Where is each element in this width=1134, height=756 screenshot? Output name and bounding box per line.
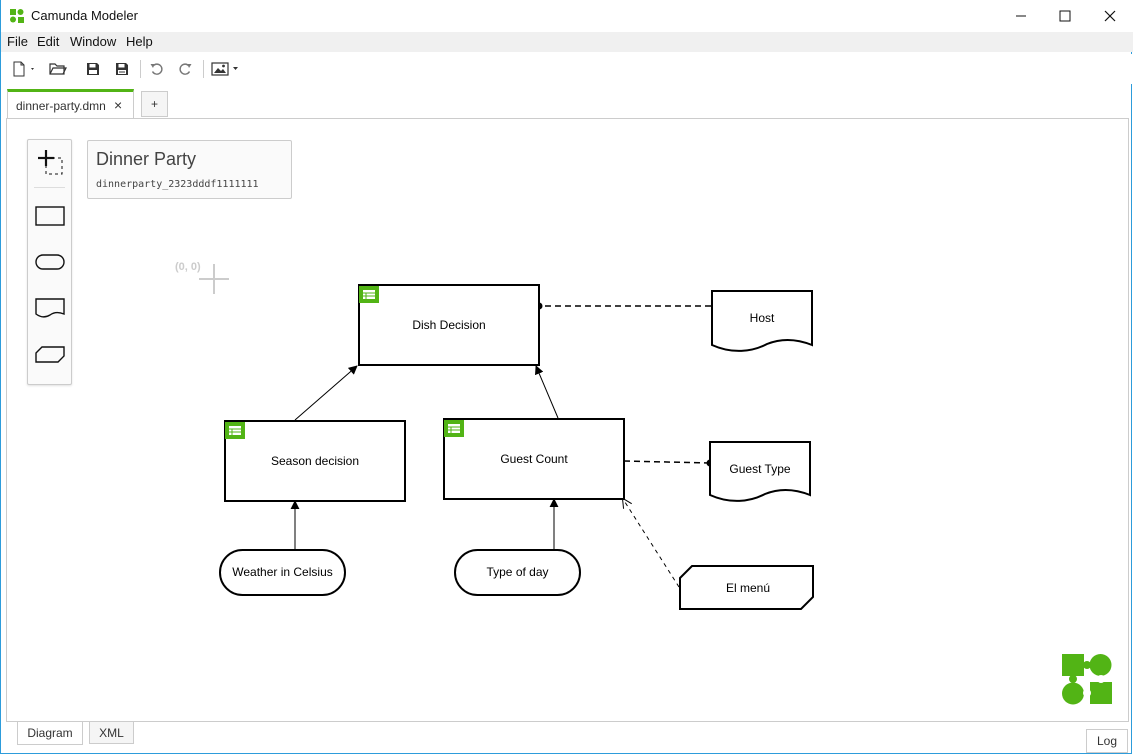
decision-table-icon bbox=[359, 286, 379, 303]
title-bar: Camunda Modeler bbox=[1, 0, 1133, 32]
knowledge-source-guest-type[interactable]: Guest Type bbox=[709, 441, 811, 502]
tab-xml-view[interactable]: XML bbox=[89, 722, 134, 744]
decision-guest-count[interactable]: Guest Count bbox=[443, 418, 625, 500]
camunda-logo-icon bbox=[10, 9, 24, 23]
open-file-button[interactable] bbox=[46, 59, 70, 79]
export-image-button[interactable] bbox=[210, 59, 242, 79]
tab-strip: dinner-party.dmn × + bbox=[1, 86, 1133, 118]
tab-label: dinner-party.dmn bbox=[16, 99, 106, 113]
knowledge-source-label: Host bbox=[750, 311, 775, 325]
menu-edit[interactable]: Edit bbox=[37, 34, 60, 49]
tab-close-icon[interactable]: × bbox=[114, 97, 123, 113]
requirement-guest-to-dish[interactable] bbox=[535, 365, 559, 419]
redo-icon bbox=[179, 63, 192, 75]
save-button[interactable] bbox=[81, 59, 105, 79]
dmn-diagram: (0, 0) Dish Deci bbox=[175, 261, 814, 610]
decision-label: Dish Decision bbox=[412, 318, 485, 332]
export-image-icon bbox=[211, 62, 238, 76]
decision-shape-icon bbox=[34, 206, 65, 226]
input-data-shape-icon bbox=[34, 254, 65, 270]
menu-file[interactable]: File bbox=[7, 34, 28, 49]
decision-table-icon bbox=[225, 422, 245, 439]
input-type-of-day[interactable]: Type of day bbox=[454, 549, 581, 596]
lasso-tool[interactable] bbox=[28, 143, 71, 183]
maximize-button[interactable] bbox=[1042, 0, 1088, 32]
close-window-button[interactable] bbox=[1087, 0, 1133, 32]
menu-window[interactable]: Window bbox=[70, 34, 117, 49]
definitions-name[interactable]: Dinner Party bbox=[96, 149, 197, 169]
decision-table-icon bbox=[444, 420, 464, 437]
toolbar bbox=[1, 54, 1133, 84]
input-label: Type of day bbox=[486, 565, 548, 579]
create-decision-tool[interactable] bbox=[28, 196, 71, 236]
knowledge-source-host[interactable]: Host bbox=[711, 290, 813, 352]
origin-marker: (0, 0) bbox=[175, 261, 229, 294]
maximize-icon bbox=[1059, 10, 1071, 22]
toolbar-separator bbox=[140, 60, 141, 78]
input-weather-in-celsius[interactable]: Weather in Celsius bbox=[219, 549, 346, 596]
add-tab-button[interactable]: + bbox=[141, 91, 168, 117]
window-title: Camunda Modeler bbox=[31, 8, 138, 23]
knowledge-source-shape-icon bbox=[34, 298, 65, 318]
save-as-icon bbox=[116, 63, 128, 75]
bkm-label: El menú bbox=[726, 581, 770, 595]
diagram-canvas[interactable]: (0, 0) Dish Deci bbox=[6, 118, 1129, 722]
save-as-button[interactable] bbox=[110, 59, 134, 79]
association-menu-to-guest[interactable] bbox=[623, 499, 680, 588]
business-knowledge-shape-icon bbox=[34, 346, 65, 363]
open-folder-icon bbox=[49, 63, 67, 75]
tab-dinner-party[interactable]: dinner-party.dmn × bbox=[7, 89, 134, 118]
menu-help[interactable]: Help bbox=[126, 34, 153, 49]
new-file-icon bbox=[13, 61, 34, 77]
minimize-button[interactable] bbox=[998, 0, 1044, 32]
new-file-button[interactable] bbox=[9, 59, 39, 79]
authority-guest-to-guesttype[interactable] bbox=[623, 460, 711, 464]
create-business-knowledge-tool[interactable] bbox=[28, 334, 71, 374]
palette-separator bbox=[34, 187, 65, 188]
minimize-icon bbox=[1016, 15, 1026, 17]
undo-icon bbox=[150, 63, 163, 75]
decision-label: Guest Count bbox=[500, 452, 568, 466]
save-icon bbox=[87, 63, 99, 75]
definitions-id[interactable]: dinnerparty_2323dddf1111111 bbox=[96, 179, 259, 190]
create-input-data-tool[interactable] bbox=[28, 242, 71, 282]
lasso-tool-icon bbox=[37, 150, 62, 175]
undo-button[interactable] bbox=[145, 59, 169, 79]
tool-palette bbox=[27, 139, 72, 385]
origin-label: (0, 0) bbox=[175, 261, 201, 273]
redo-button[interactable] bbox=[173, 59, 197, 79]
bkm-el-menu[interactable]: El menú bbox=[679, 565, 814, 610]
definitions-properties[interactable]: Dinner Party dinnerparty_2323dddf1111111 bbox=[87, 140, 292, 199]
log-toggle-button[interactable]: Log bbox=[1086, 729, 1128, 753]
toolbar-separator bbox=[203, 60, 204, 78]
decision-season-decision[interactable]: Season decision bbox=[224, 420, 406, 502]
menu-bar: File Edit Window Help bbox=[1, 32, 1133, 52]
close-icon bbox=[1104, 10, 1116, 22]
decision-label: Season decision bbox=[271, 454, 359, 468]
create-knowledge-source-tool[interactable] bbox=[28, 288, 71, 328]
tab-diagram-view[interactable]: Diagram bbox=[17, 722, 83, 745]
requirement-season-to-dish[interactable] bbox=[294, 365, 358, 421]
knowledge-source-label: Guest Type bbox=[729, 462, 790, 476]
decision-dish-decision[interactable]: Dish Decision bbox=[358, 284, 540, 366]
input-label: Weather in Celsius bbox=[232, 565, 333, 579]
camunda-watermark-icon[interactable] bbox=[1062, 654, 1113, 705]
